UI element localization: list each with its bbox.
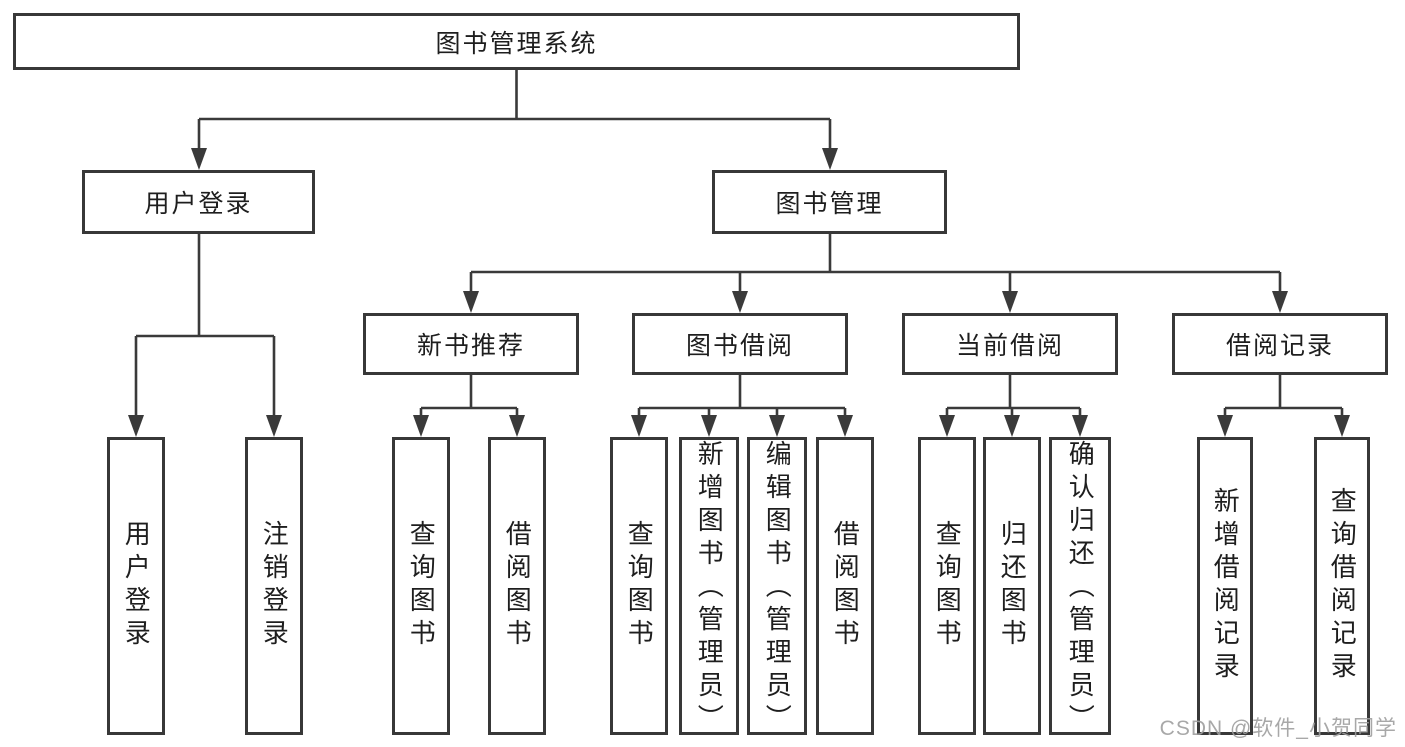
node-confirm-return-admin-label: 确认归还（管理员） — [1065, 440, 1096, 737]
node-library-system-label: 图书管理系统 — [435, 29, 598, 58]
node-borrow-books-recommend-label: 借阅图书 — [502, 520, 533, 652]
connector-book-borrow-children — [637, 375, 847, 416]
node-query-books-borrowing: 查询图书 — [610, 437, 668, 735]
node-new-book-recommendation: 新书推荐 — [363, 313, 579, 375]
node-user-login-leaf-label: 用户登录 — [121, 520, 152, 652]
node-query-books-current-label: 查询图书 — [932, 520, 963, 652]
connector-current-borrow-children — [945, 375, 1082, 416]
arrowheads — [128, 148, 1350, 437]
node-add-book-admin: 新增图书（管理员） — [679, 437, 739, 737]
node-current-borrowing: 当前借阅 — [902, 313, 1118, 375]
connector-borrow-record-children — [1223, 375, 1344, 416]
node-borrowing-records-label: 借阅记录 — [1225, 332, 1334, 360]
node-new-book-recommendation-label: 新书推荐 — [416, 332, 525, 360]
node-query-borrow-record-label: 查询借阅记录 — [1327, 487, 1358, 685]
node-query-books-borrowing-label: 查询图书 — [624, 520, 655, 652]
node-book-management-label: 图书管理 — [775, 190, 884, 218]
node-query-books-current: 查询图书 — [918, 437, 976, 735]
node-add-book-admin-label: 新增图书（管理员） — [694, 440, 725, 737]
node-book-borrowing: 图书借阅 — [632, 313, 848, 375]
node-query-books-recommend: 查询图书 — [392, 437, 450, 735]
node-user-login: 用户登录 — [82, 170, 315, 234]
node-borrow-books-leaf: 借阅图书 — [816, 437, 874, 735]
node-borrow-books-recommend: 借阅图书 — [488, 437, 546, 735]
node-query-books-recommend-label: 查询图书 — [406, 520, 437, 652]
node-logout: 注销登录 — [245, 437, 303, 735]
csdn-watermark: CSDN @软件_小贺同学 — [1159, 717, 1397, 740]
node-borrow-books-leaf-label: 借阅图书 — [830, 520, 861, 652]
node-user-login-leaf: 用户登录 — [107, 437, 165, 735]
connector-user-login-children — [134, 234, 276, 416]
node-user-login-label: 用户登录 — [144, 190, 253, 218]
node-edit-book-admin-label: 编辑图书（管理员） — [762, 440, 793, 737]
node-add-borrow-record-label: 新增借阅记录 — [1210, 487, 1241, 685]
node-add-borrow-record: 新增借阅记录 — [1197, 437, 1253, 735]
node-book-borrowing-label: 图书借阅 — [685, 332, 794, 360]
connector-root-to-level2 — [197, 70, 832, 150]
node-return-books: 归还图书 — [983, 437, 1041, 735]
node-query-borrow-record: 查询借阅记录 — [1314, 437, 1370, 735]
connector-book-management-children — [469, 234, 1282, 292]
node-logout-label: 注销登录 — [259, 520, 290, 652]
node-edit-book-admin: 编辑图书（管理员） — [747, 437, 807, 737]
node-current-borrowing-label: 当前借阅 — [955, 332, 1064, 360]
node-confirm-return-admin: 确认归还（管理员） — [1049, 437, 1111, 737]
node-return-books-label: 归还图书 — [997, 520, 1028, 652]
node-library-system: 图书管理系统 — [13, 13, 1020, 70]
node-borrowing-records: 借阅记录 — [1172, 313, 1388, 375]
connector-new-book-children — [419, 375, 519, 416]
node-book-management: 图书管理 — [712, 170, 947, 234]
